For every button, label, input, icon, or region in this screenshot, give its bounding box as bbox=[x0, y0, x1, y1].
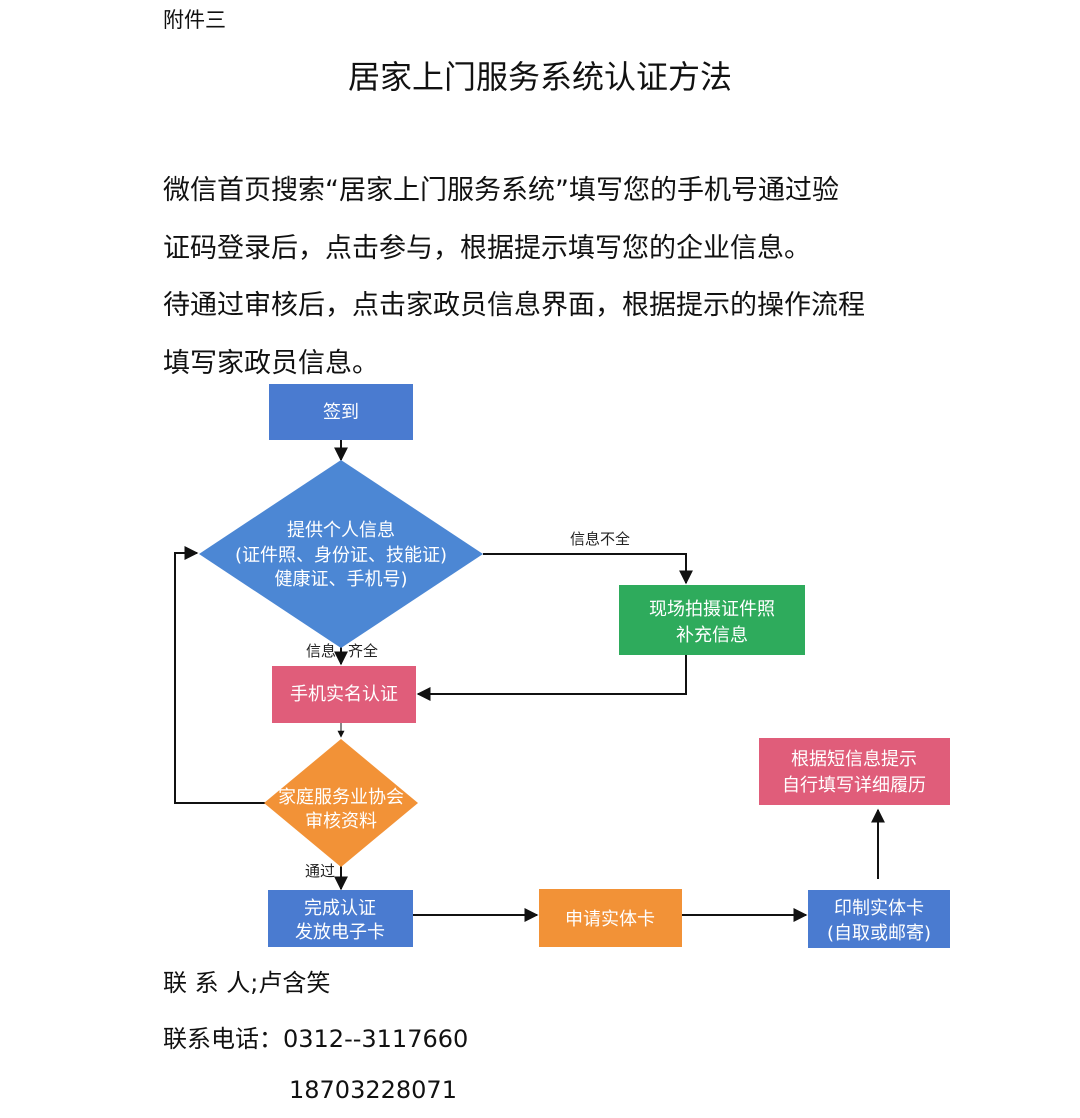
node-review bbox=[264, 739, 418, 867]
node-onsite-photo bbox=[619, 585, 805, 655]
node-complete-line-1: 完成认证 bbox=[304, 898, 376, 919]
node-print-card bbox=[808, 890, 950, 948]
flow-connectors bbox=[174, 440, 885, 922]
node-complete-line-2: 发放电子卡 bbox=[295, 922, 385, 943]
node-apply-card-label: 申请实体卡 bbox=[565, 909, 655, 930]
contact-person: 联 系 人;卢含笑 bbox=[163, 969, 331, 997]
paragraph-line-2: 证码登录后，点击参与，根据提示填写您的企业信息。 bbox=[163, 233, 811, 264]
node-print-card-line-1: 印制实体卡 bbox=[834, 898, 924, 919]
paragraph-line-1: 微信首页搜索“居家上门服务系统”填写您的手机号通过验 bbox=[163, 175, 839, 206]
edge-label-complete-left: 信息 bbox=[306, 642, 336, 660]
contact-phone: 联系电话：0312--3117660 bbox=[163, 1025, 469, 1053]
node-realname bbox=[272, 666, 416, 723]
node-provide-info bbox=[199, 460, 483, 648]
node-sms-resume-line-1: 根据短信息提示 bbox=[791, 749, 917, 770]
flowchart: 签到 提供个人信息 (证件照、身份证、技能证) 健康证、手机号) 现场拍摄证件照… bbox=[174, 384, 950, 948]
arrow-info-to-photo bbox=[483, 553, 693, 585]
node-provide-info-line-3: 健康证、手机号) bbox=[274, 569, 407, 590]
node-onsite-photo-line-1: 现场拍摄证件照 bbox=[649, 599, 775, 620]
edge-label-incomplete: 信息不全 bbox=[570, 530, 630, 548]
attachment-label: 附件三 bbox=[163, 8, 226, 32]
node-complete bbox=[268, 890, 413, 947]
node-onsite-photo-line-2: 补充信息 bbox=[676, 625, 748, 646]
node-sign-in bbox=[269, 384, 413, 440]
node-apply-card bbox=[539, 889, 682, 947]
node-sign-in-label: 签到 bbox=[323, 402, 359, 423]
paragraph-line-3: 待通过审核后，点击家政员信息界面，根据提示的操作流程 bbox=[163, 290, 865, 321]
paragraph-line-4: 填写家政员信息。 bbox=[163, 348, 379, 379]
arrow-review-loop-back bbox=[174, 546, 267, 804]
arrow-photo-to-realname bbox=[416, 655, 687, 701]
contact-mobile: 18703228071 bbox=[289, 1076, 457, 1104]
edge-label-complete-right: 齐全 bbox=[348, 642, 378, 660]
node-print-card-line-2: (自取或邮寄) bbox=[827, 923, 931, 944]
node-sms-resume bbox=[759, 738, 950, 805]
node-provide-info-line-2: (证件照、身份证、技能证) bbox=[235, 545, 447, 566]
node-review-line-1: 家庭服务业协会 bbox=[278, 787, 404, 808]
node-provide-info-line-1: 提供个人信息 bbox=[287, 520, 395, 541]
node-review-line-2: 审核资料 bbox=[305, 811, 377, 832]
page-title: 居家上门服务系统认证方法 bbox=[347, 58, 732, 96]
edge-label-passed: 通过 bbox=[305, 862, 335, 880]
node-realname-label: 手机实名认证 bbox=[290, 684, 398, 705]
node-sms-resume-line-2: 自行填写详细履历 bbox=[782, 775, 926, 796]
